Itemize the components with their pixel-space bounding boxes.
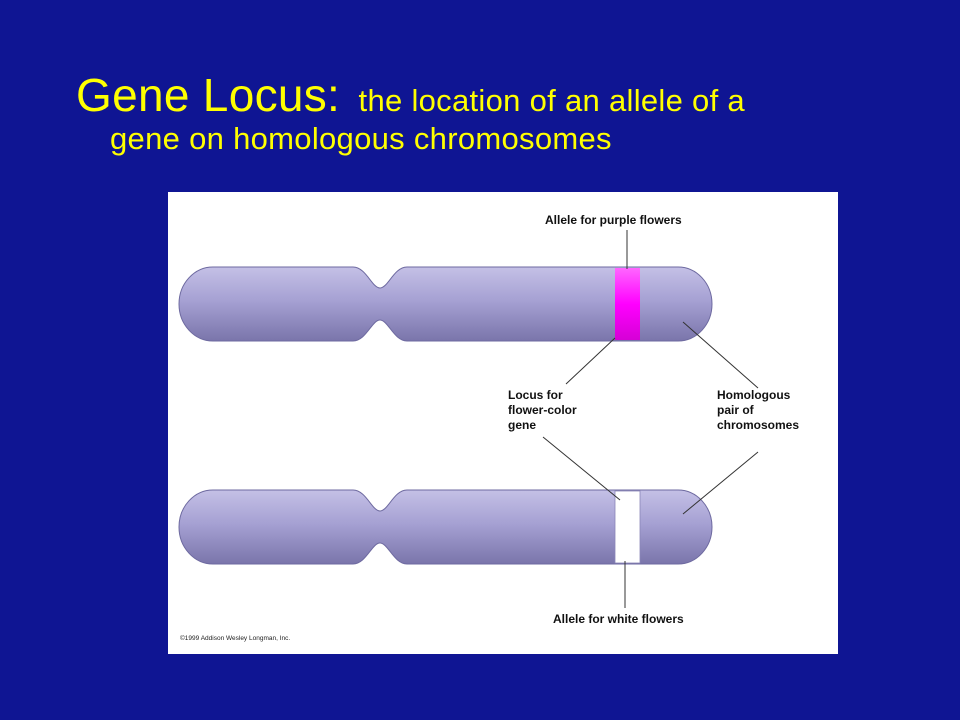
- chromosome-bottom: [178, 489, 713, 565]
- label-homologous-pair: Homologous pair of chromosomes: [717, 388, 800, 432]
- copyright-notice: ©1999 Addison Wesley Longman, Inc.: [180, 635, 291, 642]
- purple-allele-band: [615, 268, 640, 340]
- leader-homologous-bottom: [682, 451, 759, 515]
- title-definition: the location of an allele of a: [358, 83, 745, 118]
- label-white-allele: Allele for white flowers: [553, 612, 684, 626]
- leader-locus-top: [565, 337, 616, 385]
- title-term: Gene Locus:: [76, 69, 341, 121]
- title-definition-continued: gene on homologous chromosomes: [110, 120, 612, 156]
- leader-locus-bottom: [542, 436, 621, 501]
- slide-title: Gene Locus: the location of an allele of…: [76, 69, 906, 156]
- label-purple-allele: Allele for purple flowers: [545, 213, 682, 227]
- white-allele-band: [614, 490, 641, 564]
- label-locus: Locus for flower-color gene: [508, 388, 577, 432]
- chromosome-figure: Allele for purple flowers Locus for flow…: [168, 192, 838, 654]
- chromosome-diagram: [178, 230, 759, 608]
- leader-homologous-top: [682, 321, 759, 389]
- chromosome-top: [178, 266, 713, 342]
